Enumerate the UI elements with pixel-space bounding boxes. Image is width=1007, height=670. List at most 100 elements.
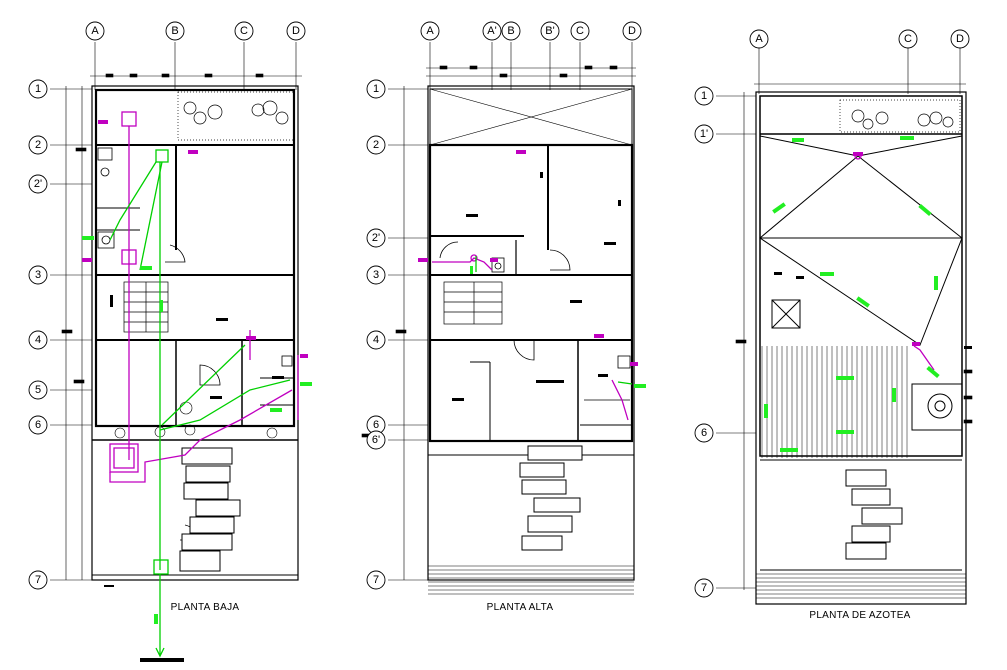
water-tank [911, 383, 963, 431]
axis-bubble-circle [234, 21, 254, 41]
room-labels [774, 272, 972, 349]
axis-label: 2' [372, 232, 380, 244]
sanitary-labels [82, 120, 308, 358]
row-axis-bubble: 3 [366, 265, 386, 285]
row-axis-bubble: 1 [28, 79, 48, 99]
axis-label: 4 [373, 334, 379, 346]
axis-bubble-circle [366, 265, 386, 285]
doors [439, 241, 571, 361]
row-axis-bubble: 7 [28, 570, 48, 590]
bath-fixtures [491, 257, 631, 401]
axis-label: 7 [373, 574, 379, 586]
axis-label: D [956, 33, 964, 45]
skylight [771, 299, 801, 329]
axis-label: 1 [701, 90, 707, 102]
upper-floor-plan: PLANTA ALTA [361, 42, 646, 613]
axis-bubble-circle [28, 380, 48, 400]
row-axis-bubble: 6 [28, 415, 48, 435]
axis-label: 5 [35, 384, 41, 396]
axis-label: A [91, 25, 99, 37]
walls [91, 85, 299, 581]
plan-title-upper-floor: PLANTA ALTA [487, 602, 554, 613]
sanitary-lines [432, 254, 629, 421]
axis-label: B [507, 25, 514, 37]
axis-bubble-circle [366, 570, 386, 590]
water-labels [82, 236, 312, 624]
axis-bubble-circle [28, 79, 48, 99]
axis-bubble-circle [898, 29, 918, 49]
row-axis-bubble: 3 [28, 265, 48, 285]
row-axis-bubble: 1' [694, 124, 714, 144]
axis-label: 2 [35, 139, 41, 151]
row-axis-bubble: 1 [366, 79, 386, 99]
axis-bubble-circle [28, 174, 48, 194]
axis-bubble-circle [286, 21, 306, 41]
roof-garden [839, 99, 961, 133]
axis-bubble-circle [28, 570, 48, 590]
axis-bubble-circle [622, 21, 642, 41]
column-axis-bubble: D [286, 21, 306, 41]
row-axis-bubble: 1 [694, 86, 714, 106]
sanitary-labels [418, 150, 638, 366]
column-axis-bubble: C [570, 21, 590, 41]
axis-label: B' [545, 25, 554, 37]
axis-bubble-circle [694, 86, 714, 106]
axis-bubble-circle [28, 415, 48, 435]
column-axis-bubble: B [165, 21, 185, 41]
axis-label: A' [487, 25, 496, 37]
axis-bubble-circle [482, 21, 502, 41]
walls [427, 85, 635, 581]
axis-label: D [628, 25, 636, 37]
axis-label: D [292, 25, 300, 37]
dimension-lines [361, 65, 636, 580]
dimension-lines [61, 73, 302, 580]
dimension-lines [735, 83, 973, 590]
front-steps [179, 447, 241, 572]
row-axis-bubble: 6 [366, 415, 386, 435]
row-axis-bubble: 7 [694, 578, 714, 598]
axis-bubble-circle [28, 330, 48, 350]
axis-label: 4 [35, 334, 41, 346]
ground-floor-plan: PLANTA BAJA [50, 42, 312, 662]
stair [443, 281, 503, 325]
column-axis-bubble: C [234, 21, 254, 41]
axis-label: 3 [373, 269, 379, 281]
column-axis-bubble: C [898, 29, 918, 49]
axis-label: 6' [372, 434, 380, 446]
axis-label: 7 [701, 582, 707, 594]
roof-steps [845, 469, 903, 560]
kitchen-fixtures [97, 147, 293, 367]
axis-label: C [240, 25, 248, 37]
roof-plan: PLANTA DE AZOTEA [716, 44, 973, 621]
axis-label: 2' [34, 178, 42, 190]
axis-label: 7 [35, 574, 41, 586]
axis-label: 6 [373, 419, 379, 431]
plan-title-ground-floor: PLANTA BAJA [171, 602, 240, 613]
axis-bubble-circle [694, 423, 714, 443]
drain-labels [853, 152, 920, 346]
deck-slats [761, 346, 908, 458]
front-steps [519, 445, 583, 551]
axis-bubble-circle [28, 265, 48, 285]
axis-bubble-circle [366, 430, 386, 450]
axis-label: 1 [35, 83, 41, 95]
row-axis-bubble: 6 [694, 423, 714, 443]
water-supply-lines [475, 256, 633, 385]
slope-marks [764, 136, 940, 452]
axis-bubble-circle [570, 21, 590, 41]
axis-label: A [755, 33, 763, 45]
axis-label: A [426, 25, 434, 37]
row-axis-bubble: 4 [28, 330, 48, 350]
axis-label: 1 [373, 83, 379, 95]
axis-bubble-circle [366, 330, 386, 350]
axis-bubble-circle [950, 29, 970, 49]
plan-title-roof: PLANTA DE AZOTEA [809, 610, 910, 621]
axis-bubble-circle [420, 21, 440, 41]
column-axis-bubble: B [501, 21, 521, 41]
axis-label: C [904, 33, 912, 45]
row-axis-bubble: 2' [366, 228, 386, 248]
axis-bubble-circle [366, 135, 386, 155]
column-axis-bubble: A [420, 21, 440, 41]
row-axis-bubble: 7 [366, 570, 386, 590]
